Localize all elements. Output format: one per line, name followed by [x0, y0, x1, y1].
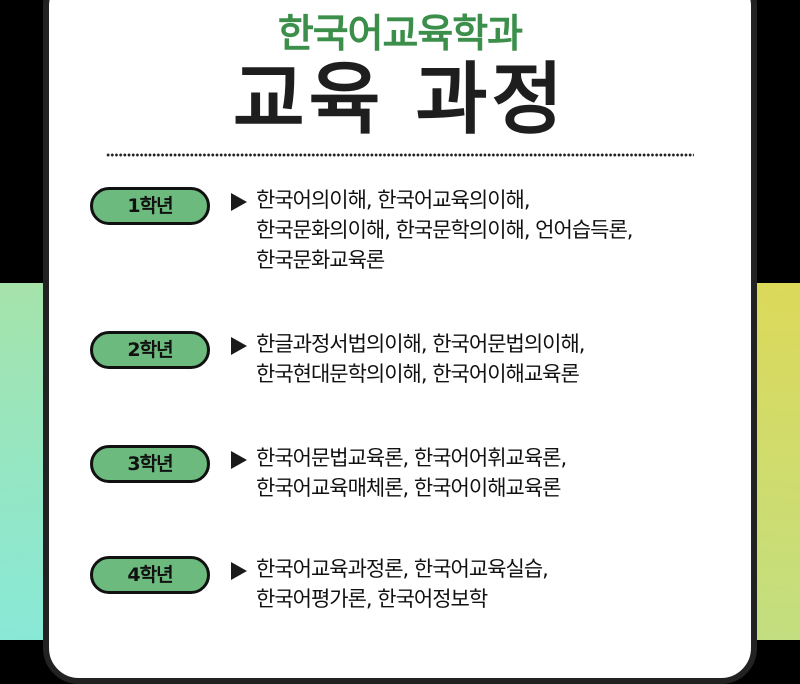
course-line: 한글과정서법의이해, 한국어문법의이해, [256, 332, 585, 356]
course-list-1: 한국어의이해, 한국어교육의이해, 한국문화의이해, 한국문학의이해, 언어습득… [256, 185, 726, 275]
course-line: 한국어의이해, 한국어교육의이해, [256, 188, 531, 212]
triangle-right-icon [231, 451, 247, 469]
grade-badge-1: 1학년 [90, 187, 210, 225]
grade-badge-2: 2학년 [90, 331, 210, 369]
course-line: 한국문화교육론 [256, 248, 385, 272]
page-title: 교육 과정 [232, 55, 568, 145]
course-line: 한국문화의이해, 한국문학의이해, 언어습득론, [256, 218, 633, 242]
course-line: 한국어문법교육론, 한국어어휘교육론, [256, 446, 567, 470]
course-line: 한국현대문학의이해, 한국어이해교육론 [256, 362, 580, 386]
triangle-right-icon [231, 193, 247, 211]
triangle-right-icon [231, 337, 247, 355]
course-line: 한국어교육매체론, 한국어이해교육론 [256, 476, 561, 500]
course-list-4: 한국어교육과정론, 한국어교육실습, 한국어평가론, 한국어정보학 [256, 554, 726, 614]
course-list-3: 한국어문법교육론, 한국어어휘교육론, 한국어교육매체론, 한국어이해교육론 [256, 443, 726, 503]
department-subtitle: 한국어교육학과 [277, 12, 523, 57]
dotted-divider [106, 153, 694, 157]
course-line: 한국어교육과정론, 한국어교육실습, [256, 557, 549, 581]
grade-badge-3: 3학년 [90, 445, 210, 483]
course-line: 한국어평가론, 한국어정보학 [256, 587, 488, 611]
triangle-right-icon [231, 562, 247, 580]
course-list-2: 한글과정서법의이해, 한국어문법의이해, 한국현대문학의이해, 한국어이해교육론 [256, 329, 726, 389]
grade-badge-4: 4학년 [90, 556, 210, 594]
